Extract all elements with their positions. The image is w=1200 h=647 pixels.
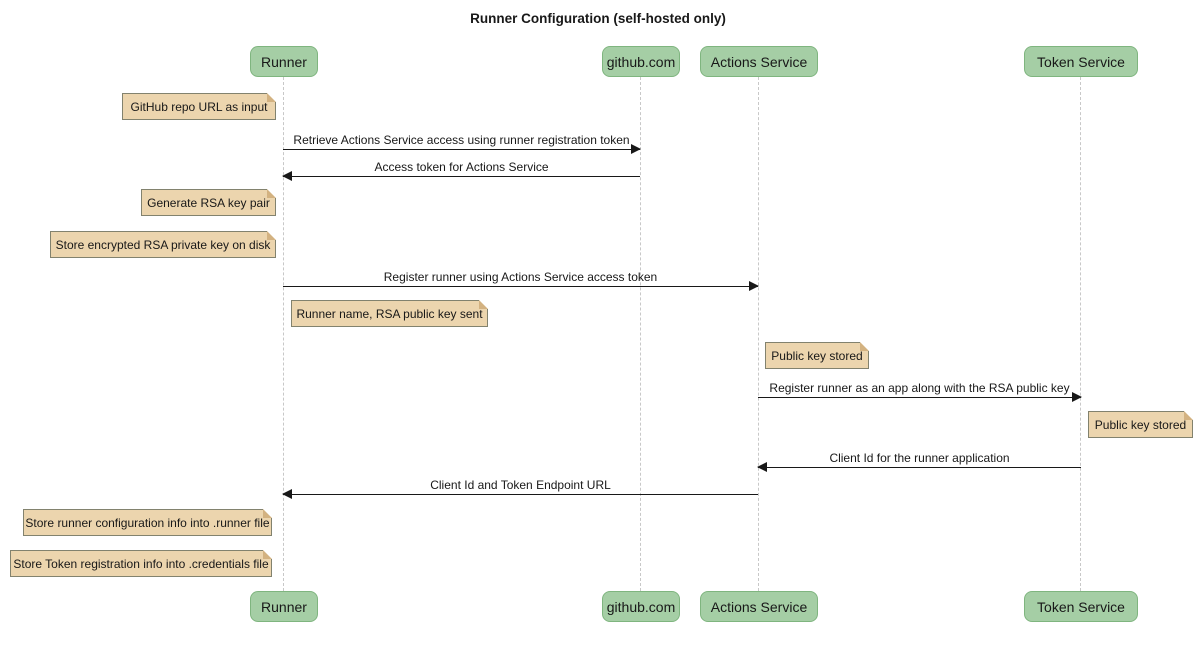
message-register-runner-app: Register runner as an app along with the… (758, 379, 1082, 402)
note-public-key-stored-actions: Public key stored (765, 342, 869, 369)
arrow-right-icon (631, 144, 641, 154)
message-label: Client Id for the runner application (829, 451, 1010, 465)
note-github-repo-url: GitHub repo URL as input (122, 93, 276, 120)
note-store-credentials-file: Store Token registration info into .cred… (10, 550, 272, 577)
lifeline-runner (283, 77, 284, 591)
message-label: Client Id and Token Endpoint URL (430, 478, 611, 492)
participant-runner-top: Runner (250, 46, 318, 77)
participant-github-bottom: github.com (602, 591, 680, 622)
note-generate-rsa-key: Generate RSA key pair (141, 189, 276, 216)
participant-token-service-bottom: Token Service (1024, 591, 1138, 622)
message-label: Register runner using Actions Service ac… (383, 270, 658, 284)
arrow-right-icon (1072, 392, 1082, 402)
message-label: Register runner as an app along with the… (769, 381, 1070, 395)
arrow-right-icon (749, 281, 759, 291)
lifeline-github (640, 77, 641, 591)
message-label: Retrieve Actions Service access using ru… (293, 133, 630, 147)
message-client-id-endpoint: Client Id and Token Endpoint URL (282, 476, 758, 499)
arrow-left-icon (757, 462, 767, 472)
note-store-private-key: Store encrypted RSA private key on disk (50, 231, 276, 258)
note-store-runner-file: Store runner configuration info into .ru… (23, 509, 272, 536)
participant-actions-service-bottom: Actions Service (700, 591, 818, 622)
message-register-runner: Register runner using Actions Service ac… (283, 268, 759, 291)
arrow-left-icon (282, 489, 292, 499)
participant-token-service-top: Token Service (1024, 46, 1138, 77)
lifeline-actions-service (758, 77, 759, 591)
arrow-left-icon (282, 171, 292, 181)
message-label: Access token for Actions Service (374, 160, 549, 174)
participant-actions-service-top: Actions Service (700, 46, 818, 77)
lifeline-token-service (1080, 77, 1081, 591)
participant-github-top: github.com (602, 46, 680, 77)
message-access-token-returned: Access token for Actions Service (282, 158, 640, 181)
note-runner-name-sent: Runner name, RSA public key sent (291, 300, 488, 327)
diagram-title: Runner Configuration (self-hosted only) (470, 11, 726, 26)
participant-runner-bottom: Runner (250, 591, 318, 622)
message-client-id-returned: Client Id for the runner application (757, 449, 1081, 472)
note-public-key-stored-token: Public key stored (1088, 411, 1193, 438)
message-retrieve-actions-access: Retrieve Actions Service access using ru… (283, 131, 641, 154)
